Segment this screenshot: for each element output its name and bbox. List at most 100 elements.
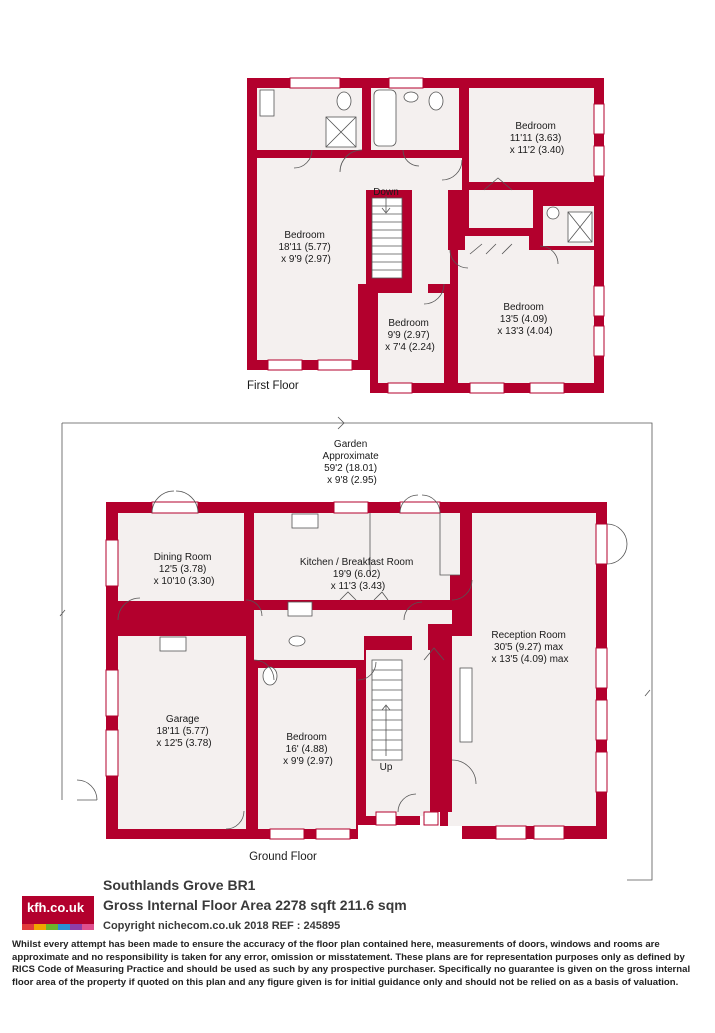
door-swing	[441, 159, 463, 181]
first-floor-label: First Floor	[247, 380, 299, 392]
gf-bedroom-floor	[258, 668, 356, 829]
cupboard-door	[339, 591, 389, 601]
french-door-swing	[151, 490, 199, 514]
wc-floor	[256, 634, 354, 660]
french-door-swing	[399, 494, 441, 514]
logo-stripe	[58, 924, 70, 930]
ff-window	[388, 77, 424, 89]
logo-stripes	[22, 924, 94, 930]
stair-up-label: Up	[380, 762, 393, 773]
door-swing	[245, 599, 263, 617]
door-swing	[357, 661, 377, 681]
ff-bedroom-small-floor	[378, 293, 444, 383]
room-label-ff-bedroom-left: Bedroom 18'11 (5.77) x 9'9 (2.97)	[278, 230, 333, 265]
reception-room-floor	[448, 513, 596, 826]
logo-stripe	[34, 924, 46, 930]
room-label-ff-bedroom-right: Bedroom 13'5 (4.09) x 13'3 (4.04)	[497, 302, 552, 337]
french-door-swing	[606, 523, 628, 565]
fireplace	[459, 667, 473, 743]
ff-window	[593, 285, 605, 317]
copyright: Copyright nichecom.co.uk 2018 REF : 2458…	[103, 920, 341, 932]
gf-window	[595, 647, 608, 689]
ff-window	[593, 325, 605, 357]
door-swing	[402, 149, 420, 167]
garage-floor	[118, 636, 246, 829]
hob	[287, 601, 313, 617]
gf-window	[315, 828, 351, 840]
ff-window	[469, 382, 505, 394]
door-swing	[253, 659, 275, 681]
utility-sink	[159, 636, 187, 652]
kitchen-floor	[254, 513, 460, 600]
door-swing	[423, 283, 445, 305]
disclaimer: Whilst every attempt has been made to en…	[12, 939, 691, 988]
kitchen-sink	[291, 513, 319, 529]
bathtub	[373, 89, 397, 147]
room-label-ff-bedroom-small: Bedroom 9'9 (2.97) x 7'4 (2.24)	[385, 318, 435, 353]
gf-window	[105, 539, 119, 587]
ff-window	[529, 382, 565, 394]
door-swing	[539, 245, 559, 265]
kfh-logo: kfh.co.uk	[22, 896, 94, 930]
gf-window	[423, 811, 439, 826]
room-label-gf-bedroom: Bedroom 16' (4.88) x 9'9 (2.97)	[283, 732, 333, 767]
gf-window	[495, 825, 527, 840]
garden-boundary	[59, 422, 653, 881]
garden-gate	[76, 779, 98, 801]
room-label-ff-bedroom-top-right: Bedroom 11'11 (3.63) x 11'2 (3.40)	[510, 121, 565, 156]
ff-bedroom-left-floor	[257, 158, 358, 360]
ff-window	[289, 77, 341, 89]
gf-window	[333, 501, 369, 514]
ff-wardrobe-floor	[469, 190, 533, 228]
door-swing	[451, 759, 477, 785]
door-swing	[451, 579, 473, 601]
ff-window	[593, 145, 605, 177]
ff-window	[593, 103, 605, 135]
door-swing	[293, 149, 313, 169]
bath-sink	[403, 91, 419, 103]
gf-staircase	[371, 659, 403, 761]
logo-stripe	[82, 924, 94, 930]
room-label-kitchen: Kitchen / Breakfast Room 19'9 (6.02) x 1…	[300, 557, 416, 592]
ground-floor-label: Ground Floor	[249, 851, 317, 863]
gf-window	[533, 825, 565, 840]
ff-window	[387, 382, 413, 394]
room-label-dining-room: Dining Room 12'5 (3.78) x 10'10 (3.30)	[154, 552, 215, 587]
ground-floor-plan: Garden Approximate 59'2 (18.01) x 9'8 (2…	[59, 416, 653, 881]
room-label-garden: Garden Approximate 59'2 (18.01) x 9'8 (2…	[323, 439, 382, 486]
gf-window	[105, 729, 119, 777]
ff-window	[267, 359, 303, 371]
ff-window	[317, 359, 353, 371]
ff-staircase	[371, 196, 403, 279]
door-swing	[397, 793, 417, 813]
gf-window	[595, 699, 608, 741]
bath-sink	[259, 89, 275, 117]
gf-french-doors	[399, 501, 441, 514]
gf-window	[105, 669, 119, 717]
first-floor-plan: Down First Floor Bedroom 18'11 (5.77) x …	[247, 77, 605, 394]
stair-down-label: Down	[373, 187, 399, 198]
gf-window	[375, 811, 397, 826]
gf-window	[269, 828, 305, 840]
wardrobe-door	[483, 177, 513, 191]
gf-french-doors	[595, 523, 608, 565]
door-swing	[339, 149, 363, 173]
ff-wardrobe2-floor	[465, 236, 529, 256]
cupboard-door	[423, 647, 445, 661]
dining-room-floor	[118, 513, 244, 601]
floor-area: Gross Internal Floor Area 2278 sqft 211.…	[103, 897, 407, 913]
wc-toilet	[262, 666, 278, 686]
logo-text: kfh.co.uk	[27, 900, 85, 915]
door-swing	[449, 249, 469, 269]
door-swing	[117, 597, 141, 621]
toilet	[336, 91, 352, 111]
ff-landing-floor	[337, 158, 462, 298]
gf-window	[595, 751, 608, 793]
toilet	[428, 91, 444, 111]
ff-bedroom-right-floor	[458, 250, 594, 383]
ff-bedroom-top-right-floor	[469, 88, 594, 182]
wardrobe-door	[469, 243, 513, 255]
logo-stripe	[22, 924, 34, 930]
room-label-garage: Garage 18'11 (5.77) x 12'5 (3.78)	[156, 714, 211, 749]
